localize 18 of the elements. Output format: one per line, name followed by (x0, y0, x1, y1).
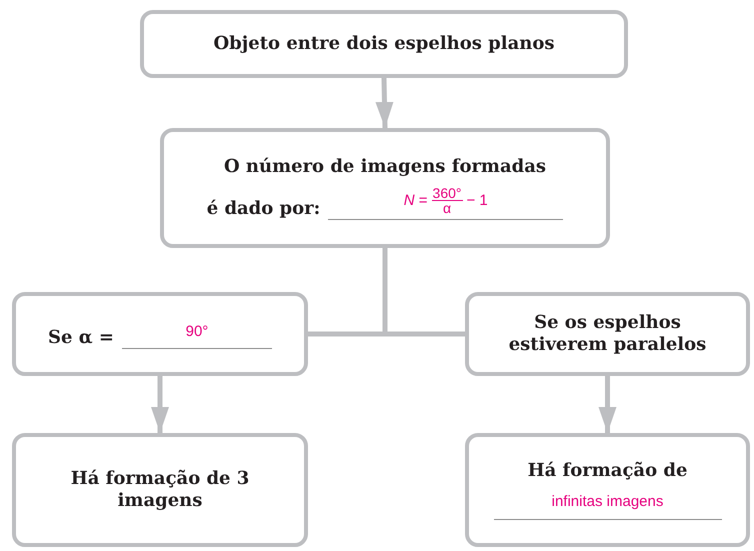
box-text: Se α = (48, 327, 114, 349)
fill-in-line: infinitas imagens (494, 488, 722, 520)
flow-box (12, 292, 308, 376)
arrow (151, 376, 169, 433)
arrow (375, 78, 394, 128)
flow-box (465, 292, 750, 376)
box-text: Há formação de 3 imagens (70, 468, 250, 512)
flow-box (12, 433, 308, 547)
arrow (598, 376, 616, 433)
box-text: O número de imagens formadas (224, 156, 546, 178)
fill-in-line: 90° (122, 319, 272, 349)
box-text: é dado por: (206, 198, 320, 220)
flow-box (160, 128, 610, 248)
box-text: Se os espelhos estiverem paralelos (508, 312, 708, 356)
flow-box (465, 433, 750, 547)
box-text: Há formação de (528, 460, 688, 482)
box-text: Objeto entre dois espelhos planos (214, 33, 554, 55)
flow-box (140, 10, 628, 78)
